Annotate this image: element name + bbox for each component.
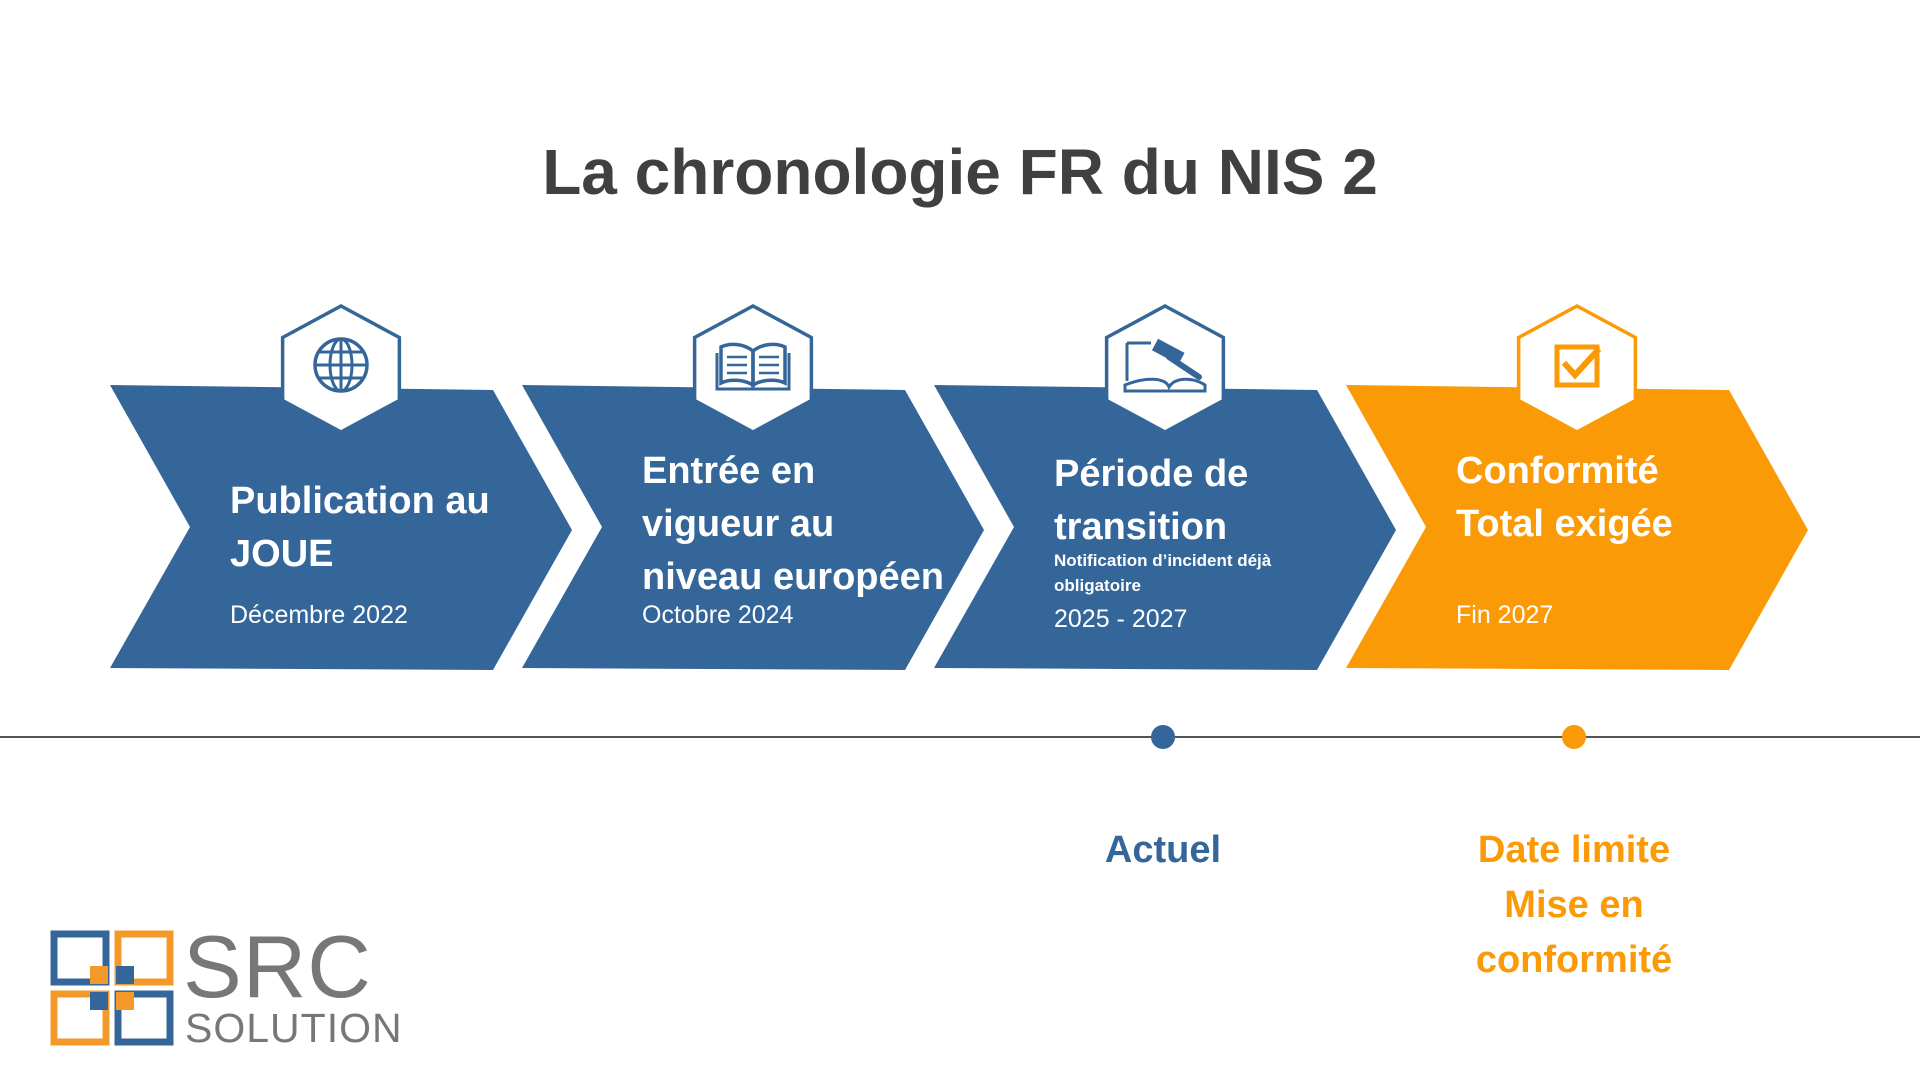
logo-name: SRC: [183, 917, 372, 1016]
step-date: Décembre 2022: [230, 601, 408, 629]
grid-squares-icon: [50, 930, 174, 1046]
page-title: La chronologie FR du NIS 2: [542, 136, 1378, 208]
step-arrow: [1346, 385, 1808, 670]
checkbox-icon: [1554, 344, 1602, 388]
marker-label-line: conformité: [1475, 939, 1673, 981]
step-arrow: [934, 385, 1396, 670]
open-book-icon: [715, 342, 791, 391]
marker-label-line: Actuel: [1104, 829, 1222, 871]
step-note: Notification d’incident déjà: [1054, 551, 1272, 570]
step-title: Période de: [1054, 453, 1249, 495]
timeline-dot: [1151, 725, 1175, 749]
marker-label-line: Mise en: [1504, 884, 1644, 926]
step-badge: [1104, 304, 1226, 434]
step-title: vigueur au: [642, 503, 835, 545]
timeline-dot: [1562, 725, 1586, 749]
globe-icon: [313, 337, 369, 393]
step-date: 2025 - 2027: [1054, 605, 1188, 633]
marker-label: Actuel: [1013, 823, 1313, 878]
step-arrow: [522, 385, 984, 670]
step-title: Conformité: [1456, 450, 1659, 492]
step-title: transition: [1054, 506, 1228, 548]
step-date: Octobre 2024: [642, 601, 794, 629]
step-date: Fin 2027: [1456, 601, 1554, 629]
marker-label-line: Date limite: [1477, 829, 1671, 871]
step-arrow: [110, 385, 572, 670]
logo-subtitle: SOLUTION: [185, 1005, 403, 1051]
step-title: Publication au: [230, 480, 490, 522]
gavel-book-icon: [1123, 338, 1207, 393]
step-title: JOUE: [230, 533, 334, 575]
step-title: niveau européen: [642, 556, 944, 598]
step-note: obligatoire: [1054, 576, 1141, 595]
step-title: Entrée en: [642, 450, 816, 492]
step-title: Total exigée: [1456, 503, 1673, 545]
